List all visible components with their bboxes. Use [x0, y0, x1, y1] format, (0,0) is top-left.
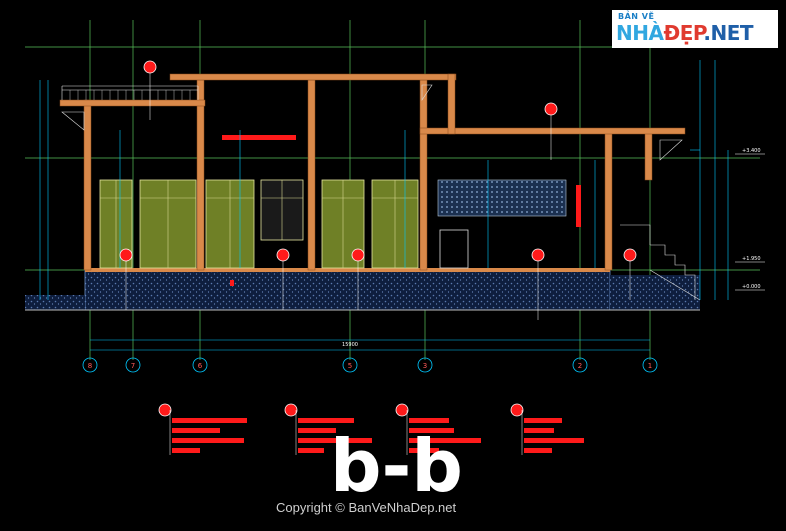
logo-part-3: .NET: [703, 21, 754, 45]
legend-block-4: [510, 403, 584, 455]
doors: [99, 179, 419, 269]
axis-bubbles: [82, 357, 658, 373]
legend-block-3: [395, 403, 481, 455]
logo-part-2: ĐẸP: [663, 21, 704, 45]
level-marks: [735, 153, 765, 291]
logo-small-text: BẢN VẼ: [618, 12, 655, 21]
walls: [83, 79, 653, 271]
stairs: [620, 224, 701, 301]
axis-label-3: 6: [198, 362, 203, 370]
small-window: [439, 229, 469, 269]
axis-label-2: 7: [131, 362, 135, 370]
red-marks: [222, 135, 581, 286]
section-title: b-b: [330, 424, 463, 508]
logo-part-1: NHÀ: [616, 21, 664, 45]
elev-mark-3: +0.000: [742, 284, 761, 290]
axis-label-7: 1: [648, 362, 652, 370]
elev-mark-1: +3.400: [742, 148, 761, 154]
axis-label-6: 2: [578, 362, 582, 370]
brackets: [61, 84, 683, 161]
roof-slabs: [59, 73, 686, 135]
site-logo: BẢN VẼ NHÀĐẸP.NET: [612, 10, 778, 48]
hatched-panel: [437, 179, 567, 217]
axis-label-1: 8: [88, 362, 92, 370]
legend-block-2: [284, 403, 372, 455]
legend-blocks: [158, 403, 584, 455]
ground-left-hatch: [25, 295, 85, 310]
axis-label-5: 3: [423, 362, 427, 370]
parapet-railing: [61, 85, 199, 100]
logo-brand: NHÀĐẸP.NET: [616, 21, 754, 45]
foundation-hatch: [84, 269, 611, 311]
copyright-text: Copyright © BanVeNhaDep.net: [276, 500, 457, 515]
legend-block-1: [158, 403, 247, 455]
dimension-lines: [39, 60, 729, 351]
elev-mark-2: +1.950: [742, 256, 761, 262]
floor-slab: [85, 268, 610, 272]
total-dimension: 15900: [342, 342, 358, 348]
ground-right-hatch: [610, 275, 700, 310]
axis-label-4: 5: [348, 362, 352, 370]
